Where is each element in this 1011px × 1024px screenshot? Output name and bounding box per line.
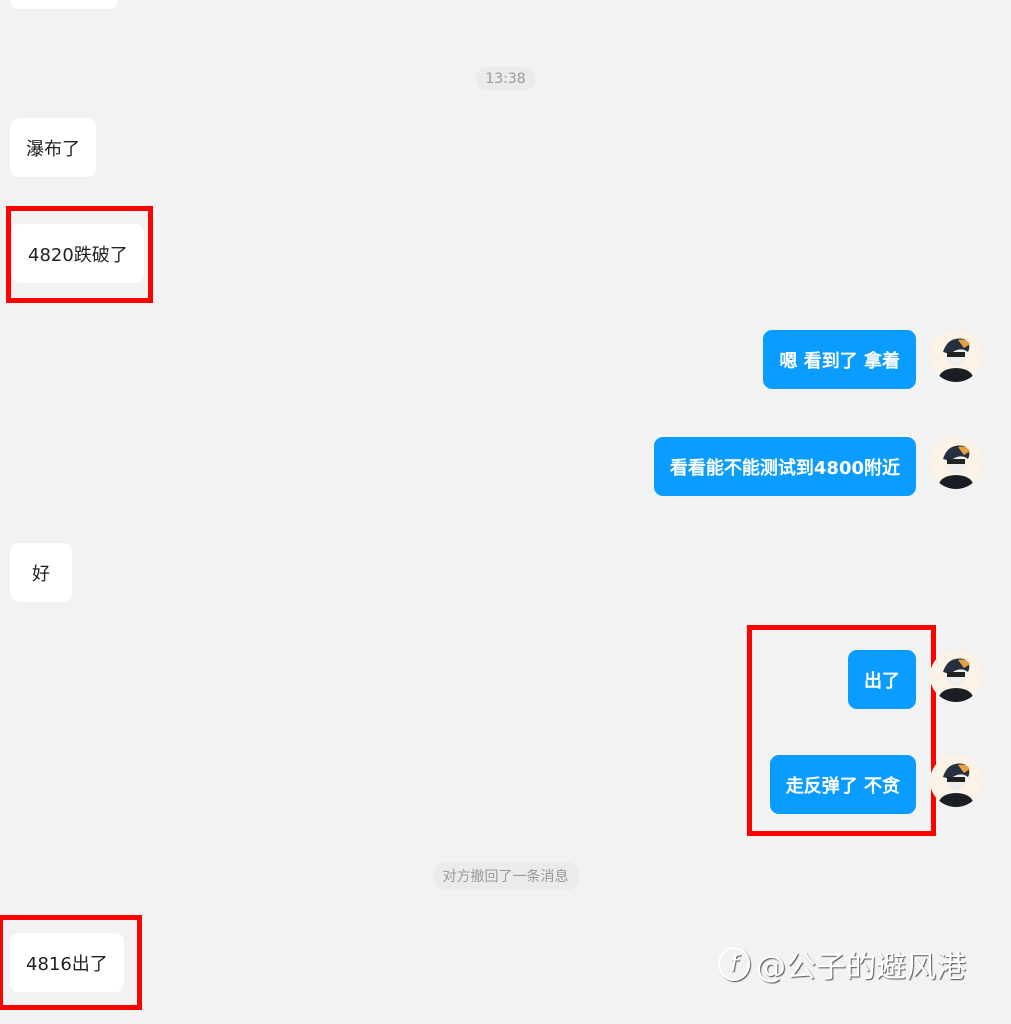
avatar[interactable] — [930, 330, 982, 382]
message-outgoing[interactable]: 出了 — [848, 650, 916, 709]
highlight-box — [747, 625, 936, 836]
avatar[interactable] — [930, 755, 982, 807]
avatar[interactable] — [930, 650, 982, 702]
message-outgoing[interactable]: 看看能不能测试到4800附近 — [653, 437, 916, 496]
message-outgoing[interactable]: 嗯 看到了 拿着 — [763, 330, 916, 389]
highlight-box — [0, 915, 142, 1010]
watermark: f @公子的避风港 — [718, 942, 966, 986]
watermark-text: @公子的避风港 — [756, 950, 966, 985]
platform-logo-icon: f — [718, 947, 750, 981]
message-incoming[interactable]: 瀑布了 — [10, 118, 96, 177]
timestamp: 13:38 — [475, 67, 536, 91]
partial-message-bubble — [10, 0, 118, 9]
message-incoming[interactable]: 好 — [10, 543, 72, 602]
message-outgoing[interactable]: 走反弹了 不贪 — [769, 755, 916, 814]
highlight-box — [6, 206, 153, 303]
message-incoming[interactable]: 4820跌破了 — [12, 224, 144, 283]
avatar[interactable] — [930, 437, 982, 489]
recall-notice: 对方撤回了一条消息 — [432, 862, 579, 890]
message-incoming[interactable]: 4816出了 — [10, 933, 124, 992]
